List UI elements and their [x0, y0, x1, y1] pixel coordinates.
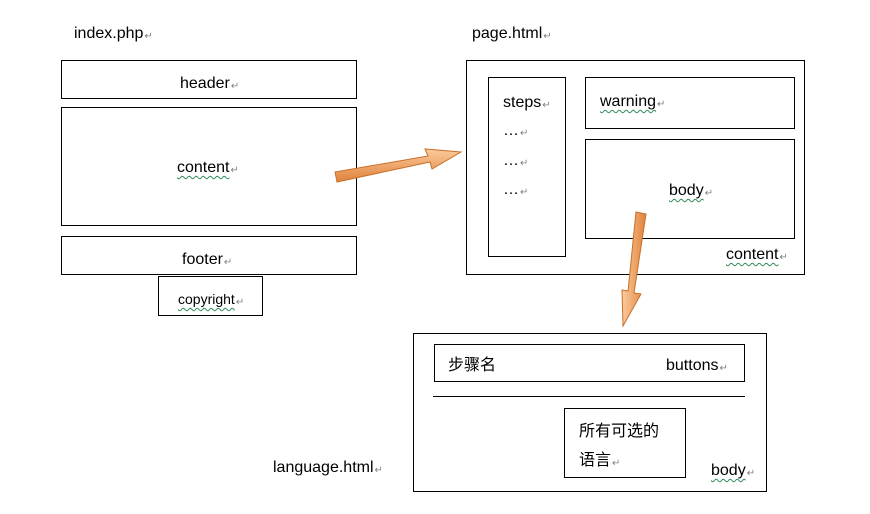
languages-block: 所有可选的 语言↵ — [564, 408, 686, 478]
page-body-label: body↵ — [669, 182, 714, 199]
footer-label: footer↵ — [182, 251, 233, 268]
steps-ellipsis-3: …↵ — [503, 181, 529, 198]
language-body-label: body↵ — [711, 462, 756, 479]
language-body-block: 步骤名 buttons↵ 所有可选的 语言↵ body↵ — [413, 333, 767, 492]
warning-block: warning↵ — [585, 77, 795, 129]
steps-ellipsis-2: …↵ — [503, 152, 529, 169]
step-name-label: 步骤名 — [448, 357, 497, 374]
page-content-label: content↵ — [726, 246, 788, 263]
languages-line-1: 所有可选的 — [579, 423, 660, 440]
copyright-label: copyright↵ — [178, 291, 245, 308]
header-label: header↵ — [180, 75, 240, 92]
buttons-label: buttons↵ — [666, 357, 728, 374]
warning-label: warning↵ — [600, 93, 666, 110]
page-html-title: page.html↵ — [472, 25, 552, 42]
content-label: content↵ — [177, 159, 239, 176]
step-name-bar: 步骤名 buttons↵ — [434, 344, 745, 382]
steps-ellipsis-1: …↵ — [503, 122, 529, 139]
arrow-body-to-language-icon — [621, 211, 647, 328]
steps-label: steps↵ — [503, 94, 551, 111]
footer-block: footer↵ — [61, 236, 357, 275]
languages-line-2: 语言↵ — [579, 452, 621, 469]
header-block: header↵ — [61, 60, 357, 99]
index-php-title: index.php↵ — [74, 25, 153, 42]
arrow-content-to-page-icon — [334, 148, 463, 183]
divider-line — [433, 396, 745, 397]
copyright-block: copyright↵ — [158, 276, 263, 316]
steps-block: steps↵ …↵ …↵ …↵ — [488, 77, 566, 257]
content-block: content↵ — [61, 107, 357, 226]
page-body-block: body↵ — [585, 139, 795, 239]
language-html-title: language.html↵ — [273, 459, 383, 476]
